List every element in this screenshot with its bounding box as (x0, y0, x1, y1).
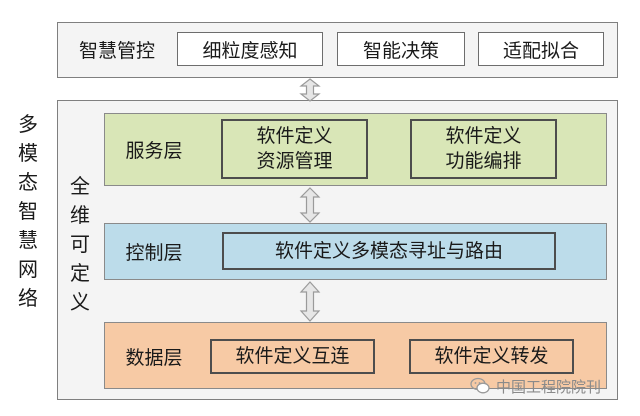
double-arrow-icon (299, 281, 321, 322)
fully-definable-label: 全 维 可 定 义 (70, 174, 90, 314)
fine-grained-perception-box: 细粒度感知 (177, 32, 323, 66)
data-layer-label: 数据层 (125, 346, 183, 369)
multimodal-smart-network-label: 多 模 态 智 慧 网 络 (18, 112, 38, 310)
watermark: 中国工程院院刊 (470, 375, 601, 397)
double-arrow-icon (299, 187, 321, 223)
software-defined-multimodal-addressing-routing-box: 软件定义多模态寻址与路由 (222, 232, 556, 270)
control-layer-label: 控制层 (125, 241, 183, 264)
watermark-text: 中国工程院院刊 (496, 377, 602, 396)
smart-control-title: 智慧管控 (78, 39, 155, 62)
software-defined-forwarding-box: 软件定义转发 (409, 339, 574, 374)
software-defined-function-orchestration-box: 软件定义 功能编排 (410, 119, 557, 179)
double-arrow-icon (299, 78, 321, 102)
software-defined-interconnect-box: 软件定义互连 (210, 339, 375, 374)
chat-bubble-icon (470, 377, 490, 394)
adaptive-fitting-box: 适配拟合 (478, 32, 604, 66)
intelligent-decision-box: 智能决策 (337, 32, 465, 66)
service-layer-label: 服务层 (125, 139, 183, 162)
software-defined-resource-management-box: 软件定义 资源管理 (221, 119, 368, 179)
